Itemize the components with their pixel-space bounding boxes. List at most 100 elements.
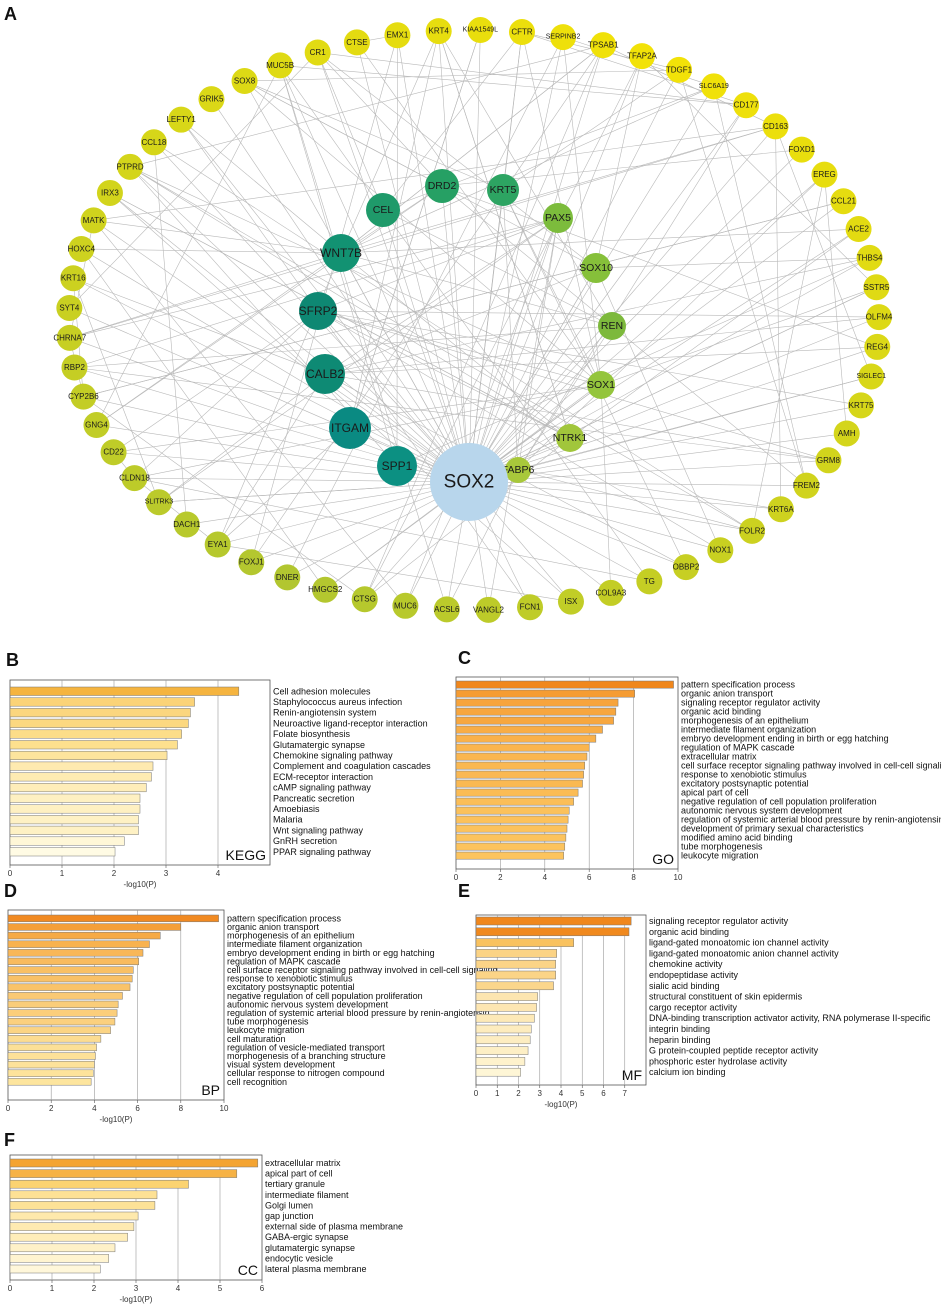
node-label: SOX8 <box>234 77 256 86</box>
network-edge <box>600 287 877 386</box>
category-label: cell surface receptor signaling pathway … <box>681 761 941 771</box>
network-edge <box>93 220 470 483</box>
node-krt16: KRT16 <box>60 265 87 292</box>
panel-letter-d: D <box>4 881 17 901</box>
network-edge <box>74 325 613 368</box>
category-label: cell recognition <box>227 1077 287 1087</box>
bar <box>9 1158 259 1168</box>
network-edge <box>468 30 481 483</box>
node-label: VANGL2 <box>473 605 505 614</box>
tick-label: 0 <box>6 1104 11 1113</box>
network-edge <box>134 477 650 582</box>
node-circle <box>811 161 838 188</box>
category-label: negative regulation of cell population p… <box>681 797 877 807</box>
bar <box>455 761 586 770</box>
node-matk: MATK <box>80 207 107 234</box>
tick-label: 2 <box>516 1089 521 1098</box>
x-axis-label: -log10(P) <box>100 1115 133 1124</box>
tick-label: 4 <box>559 1089 564 1098</box>
node-circle <box>56 294 83 321</box>
node-circle <box>863 274 890 301</box>
category-label: response to xenobiotic stimulus <box>227 974 353 984</box>
bar <box>7 1043 97 1052</box>
node-circle <box>793 472 820 499</box>
network-edge <box>641 55 877 288</box>
category-label: organic anion transport <box>227 922 320 932</box>
node-circle <box>312 576 339 603</box>
category-label: intermediate filament organization <box>681 725 816 735</box>
node-label: CHRNA7 <box>53 333 86 342</box>
node-circle <box>845 216 872 243</box>
node-circle <box>848 392 875 419</box>
node-label: CTSG <box>354 595 376 604</box>
network-edge <box>317 310 602 386</box>
bar <box>7 949 144 957</box>
node-circle <box>788 136 815 163</box>
tick-label: 3 <box>134 1284 139 1293</box>
network-edge <box>468 189 504 483</box>
node-label: CD177 <box>734 101 759 110</box>
bar <box>455 743 590 752</box>
network-edge <box>217 544 572 602</box>
bar <box>475 1003 537 1012</box>
tick-label: 6 <box>260 1284 265 1293</box>
bar <box>475 1013 535 1023</box>
category-label: cell surface receptor signaling pathway … <box>227 965 498 975</box>
category-label: tube morphogenesis <box>227 1017 309 1027</box>
network-edge <box>317 52 597 269</box>
network-edge <box>438 30 613 327</box>
network-edge <box>130 44 604 168</box>
tick-label: 0 <box>454 873 459 882</box>
bar <box>9 1243 116 1253</box>
category-label: organic acid binding <box>681 707 761 717</box>
node-label: CYP2B6 <box>68 392 99 401</box>
tick-label: 5 <box>580 1089 585 1098</box>
network-edge <box>317 310 571 439</box>
category-label: calcium ion binding <box>649 1067 726 1077</box>
node-tfap2a: TFAP2A <box>627 43 658 70</box>
network-edge <box>517 469 753 532</box>
bar <box>475 1024 532 1034</box>
network-edge <box>356 42 470 483</box>
node-circle <box>70 383 97 410</box>
bar <box>455 833 567 842</box>
bar <box>455 725 603 734</box>
node-circle <box>83 412 110 439</box>
network-edge <box>180 119 342 254</box>
bar <box>7 931 161 940</box>
tick-label: 6 <box>587 873 592 882</box>
node-circle <box>767 496 794 523</box>
bar <box>475 992 538 1001</box>
bar <box>9 783 147 793</box>
category-label: ECM-receptor interaction <box>273 772 373 782</box>
category-label: negative regulation of cell population p… <box>227 991 423 1001</box>
network-edge <box>468 481 807 486</box>
node-circle <box>377 446 417 486</box>
bar <box>9 750 168 760</box>
node-sfrp2: SFRP2 <box>299 292 338 330</box>
network-edge <box>158 217 559 503</box>
node-circle <box>864 333 891 360</box>
tick-label: 2 <box>498 873 503 882</box>
category-label: pattern specification process <box>227 913 342 923</box>
node-label: TG <box>644 577 655 586</box>
network-edge <box>438 31 571 439</box>
bar <box>9 1264 101 1274</box>
category-label: organic anion transport <box>681 689 774 699</box>
node-foxd1: FOXD1 <box>788 136 816 163</box>
network-edge <box>600 384 612 593</box>
node-slc6a19: SLC6A19 <box>699 73 729 100</box>
node-circle <box>343 29 370 56</box>
tick-label: 4 <box>176 1284 181 1293</box>
node-eya1: EYA1 <box>204 531 231 558</box>
node-grm8: GRM8 <box>815 447 842 474</box>
network-edge <box>595 56 643 269</box>
network-edge <box>317 310 721 551</box>
node-label: ACE2 <box>848 225 869 234</box>
category-label: extracellular matrix <box>681 752 757 762</box>
network-edge <box>324 316 880 375</box>
network-edge <box>468 460 829 483</box>
bar <box>7 1026 111 1034</box>
node-label: CFTR <box>511 28 533 37</box>
